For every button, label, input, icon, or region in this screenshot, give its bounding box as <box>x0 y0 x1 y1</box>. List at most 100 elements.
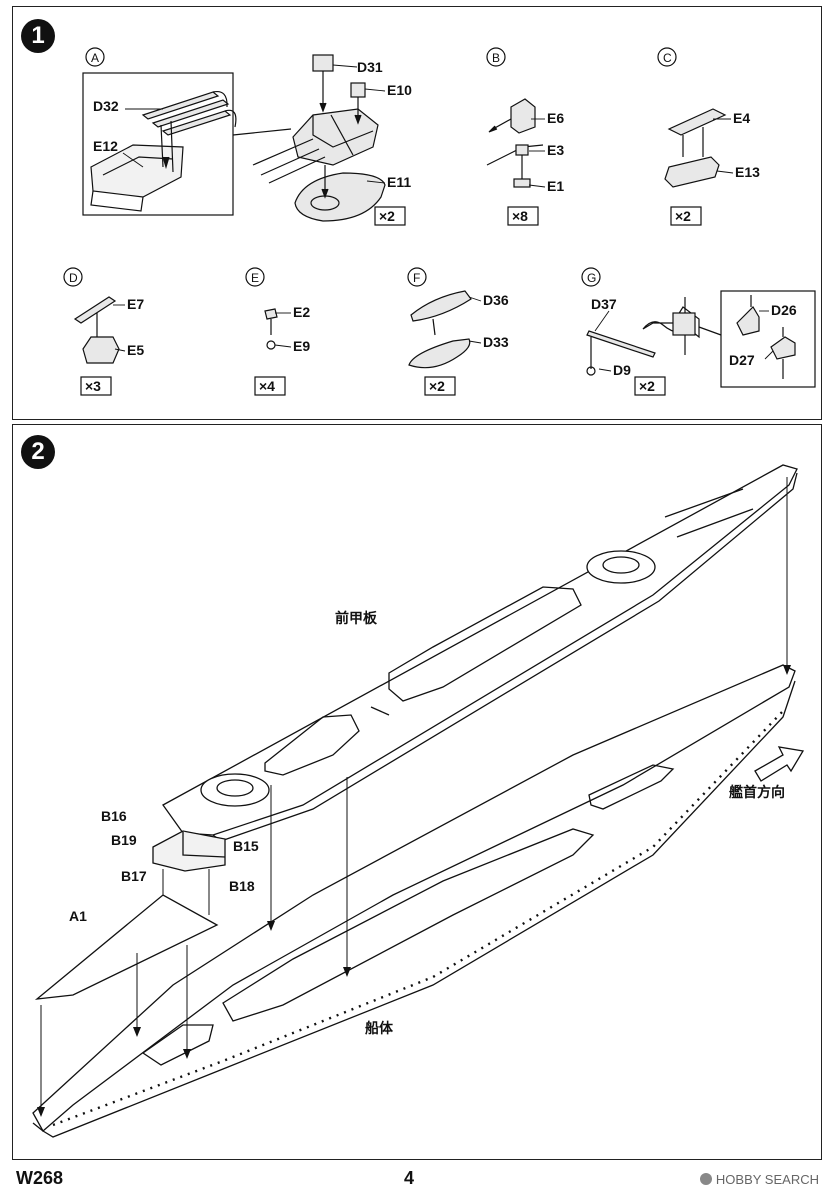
step-1-panel: 1 <box>12 6 822 420</box>
label-d31: D31 <box>357 59 383 75</box>
searchlight-assembly-b <box>486 98 544 188</box>
sub-a-letter: A <box>91 51 99 65</box>
crane-assembly-g <box>586 297 700 376</box>
label-d33: D33 <box>483 334 509 350</box>
hobby-search-logo-icon <box>699 1173 712 1185</box>
label-d37: D37 <box>591 296 617 312</box>
label-e5: E5 <box>127 342 144 358</box>
rack-assembly-c <box>664 108 727 188</box>
label-d27: D27 <box>729 352 755 368</box>
aft-superstructure-b <box>152 830 226 872</box>
label-d36: D36 <box>483 292 509 308</box>
sub-a-qty-box <box>374 206 406 226</box>
sub-c-qty-box <box>670 206 702 226</box>
watermark: HOBBY SEARCH <box>699 1172 819 1187</box>
sub-g-circle <box>581 267 601 287</box>
label-e6: E6 <box>547 110 564 126</box>
sub-a-callout-line <box>232 128 292 136</box>
label-bow-direction: 艦首方向 <box>729 784 785 801</box>
aft-turret-ring-inner <box>216 779 254 797</box>
deck-recess-large <box>388 586 582 702</box>
aft-turret-ring-outer <box>200 773 270 807</box>
label-b17: B17 <box>121 868 147 884</box>
sub-f-qty-box <box>424 376 456 396</box>
sub-c-qty: ×2 <box>675 208 691 224</box>
deck-rail-2 <box>676 508 754 538</box>
sub-e-qty: ×4 <box>259 378 275 394</box>
label-d26: D26 <box>771 302 797 318</box>
sub-b-qty-box <box>507 206 539 226</box>
label-foredeck: 前甲板 <box>335 610 378 627</box>
sub-g-callout-line <box>698 326 722 336</box>
label-b15: B15 <box>233 838 259 854</box>
crane-detail <box>736 295 796 379</box>
label-d32: E10 <box>387 82 412 98</box>
label-hull: 船体 <box>365 1020 394 1037</box>
label-e7: E7 <box>127 296 144 312</box>
sub-c-circle <box>657 47 677 67</box>
sub-b-circle <box>486 47 506 67</box>
label-e3: E3 <box>547 142 564 158</box>
sub-g-detail-box <box>720 290 816 388</box>
gun-assembly-d <box>73 296 120 364</box>
label-e4: E4 <box>733 110 750 126</box>
sub-e-qty-box <box>254 376 286 396</box>
manual-code: W268 <box>16 1168 64 1188</box>
cradle-e12 <box>90 120 184 212</box>
label-b19: B19 <box>111 832 137 848</box>
hull-inner-recess-main <box>222 828 595 1022</box>
forward-turret-ring-outer <box>586 550 656 584</box>
label-e2: E2 <box>293 304 310 320</box>
label-b18: B18 <box>229 878 255 894</box>
sub-f-circle <box>407 267 427 287</box>
label-e13: E13 <box>735 164 760 180</box>
step-2-badge: 2 <box>21 435 55 469</box>
sub-d-letter: D <box>69 271 78 285</box>
label-e10: D32 <box>93 98 119 114</box>
hull-inner-recess-bow <box>588 764 675 810</box>
sub-g-letter: G <box>587 271 596 285</box>
label-e11: E11 <box>387 174 411 190</box>
step-2-drawing: 前甲板 船体 艦首方向 B16 B19 B15 B17 B18 A1 <box>32 464 805 1138</box>
sub-f-letter: F <box>413 271 420 285</box>
step-1-drawing: A B C D E F G D32 E12 D31 E10 E11 ×2 E6 … <box>63 47 816 396</box>
sub-c-letter: C <box>663 51 672 65</box>
sub-e-circle <box>245 267 265 287</box>
sub-a-circle <box>85 47 105 67</box>
hull-portholes <box>52 710 784 1127</box>
turret-base-e11 <box>294 165 386 222</box>
sub-d-qty: ×3 <box>85 378 101 394</box>
hull-lower-edge <box>42 680 796 1138</box>
hull-inner-recess-aft <box>141 1024 214 1066</box>
label-e1: E1 <box>547 178 564 194</box>
stern-deck-a1 <box>34 894 219 1000</box>
sub-d-circle <box>63 267 83 287</box>
bow-direction-arrow <box>754 746 805 782</box>
torpedo-tubes-e10 <box>141 90 237 136</box>
page-number: 4 <box>404 1168 415 1188</box>
sub-g-qty-box <box>634 376 666 396</box>
step-1-badge: 1 <box>21 19 55 53</box>
watermark-text: HOBBY SEARCH <box>715 1172 819 1187</box>
deck-rail-1 <box>664 488 744 518</box>
sub-b-letter: B <box>492 51 500 65</box>
sub-g-qty: ×2 <box>639 378 655 394</box>
label-b16: B16 <box>101 808 127 824</box>
step-2-panel: 2 <box>12 424 822 1160</box>
sub-a-qty: ×2 <box>379 208 395 224</box>
label-e12: E12 <box>93 138 118 154</box>
label-d9: D9 <box>613 362 631 378</box>
label-a1: A1 <box>69 908 87 924</box>
main-turret <box>252 54 379 184</box>
sub-a-detail-box <box>82 72 234 216</box>
boat-assembly-f <box>408 290 472 369</box>
sub-d-qty-box <box>80 376 112 396</box>
assembly-arrows <box>40 477 788 1111</box>
deck-recess-small <box>264 714 360 776</box>
label-e9: E9 <box>293 338 310 354</box>
sub-b-qty: ×8 <box>512 208 528 224</box>
sub-e-letter: E <box>251 271 259 285</box>
forward-turret-ring-inner <box>602 556 640 574</box>
deck-fitting <box>370 706 390 716</box>
small-part-e <box>264 308 278 350</box>
